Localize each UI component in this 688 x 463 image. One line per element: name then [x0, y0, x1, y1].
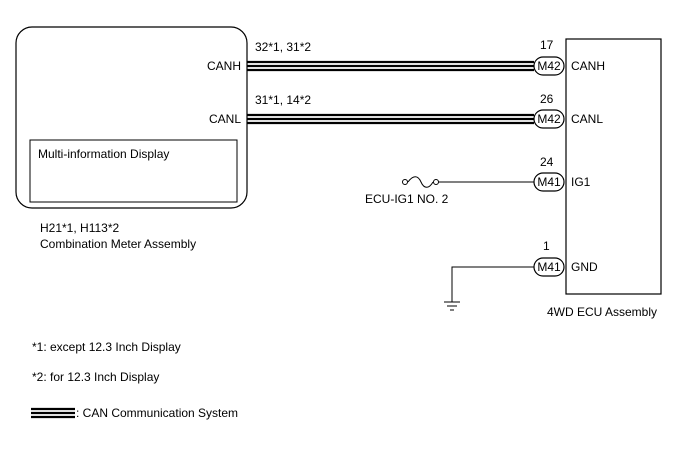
ecu-pin-number-canl: 26: [540, 92, 554, 106]
ground-icon: [444, 301, 460, 311]
ecu-pin-signal-canl: CANL: [571, 112, 603, 126]
meter-name-label: Combination Meter Assembly: [40, 237, 196, 251]
can-legend-label: : CAN Communication System: [76, 406, 238, 420]
canl-wire: [247, 113, 534, 125]
ecu-box: [565, 38, 662, 295]
can-legend-symbol: [31, 407, 75, 419]
connector-m41-gnd-label: M41: [537, 260, 561, 274]
ecu-pin-number-ig1: 24: [540, 155, 554, 169]
ecu-pin-signal-ig1: IG1: [571, 175, 591, 189]
connector-m41-ig1: [533, 172, 565, 192]
ecu-pin-signal-canh: CANH: [571, 59, 605, 73]
canh-wire: [247, 60, 534, 72]
connector-m42-canl-label: M42: [537, 112, 561, 126]
multi-information-display-box: [29, 139, 238, 203]
multi-information-display-label: Multi-information Display: [38, 147, 169, 161]
combination-meter-box: [15, 26, 248, 209]
meter-canl-label: CANL: [209, 112, 241, 126]
meter-connector-label: H21*1, H113*2: [40, 221, 119, 235]
connector-m41-gnd: [533, 257, 565, 277]
ecu-name-label: 4WD ECU Assembly: [547, 305, 657, 319]
connector-m42-canl: [533, 109, 565, 129]
connector-m42-canh-label: M42: [537, 59, 561, 73]
footnote-1: *1: except 12.3 Inch Display: [32, 340, 181, 354]
ecu-pin-number-canh: 17: [540, 38, 554, 52]
fuse-icon: [402, 176, 439, 188]
canl-wire-pins: 31*1, 14*2: [255, 93, 311, 107]
connector-m42-canh: [533, 56, 565, 76]
canh-wire-pins: 32*1, 31*2: [255, 40, 311, 54]
meter-canh-label: CANH: [207, 59, 241, 73]
footnote-2: *2: for 12.3 Inch Display: [32, 370, 159, 384]
ecu-pin-signal-gnd: GND: [571, 260, 598, 274]
fuse-label: ECU-IG1 NO. 2: [365, 192, 449, 206]
gnd-wire: [451, 266, 534, 302]
connector-m41-ig1-label: M41: [537, 175, 561, 189]
ecu-pin-number-gnd: 1: [543, 239, 550, 253]
